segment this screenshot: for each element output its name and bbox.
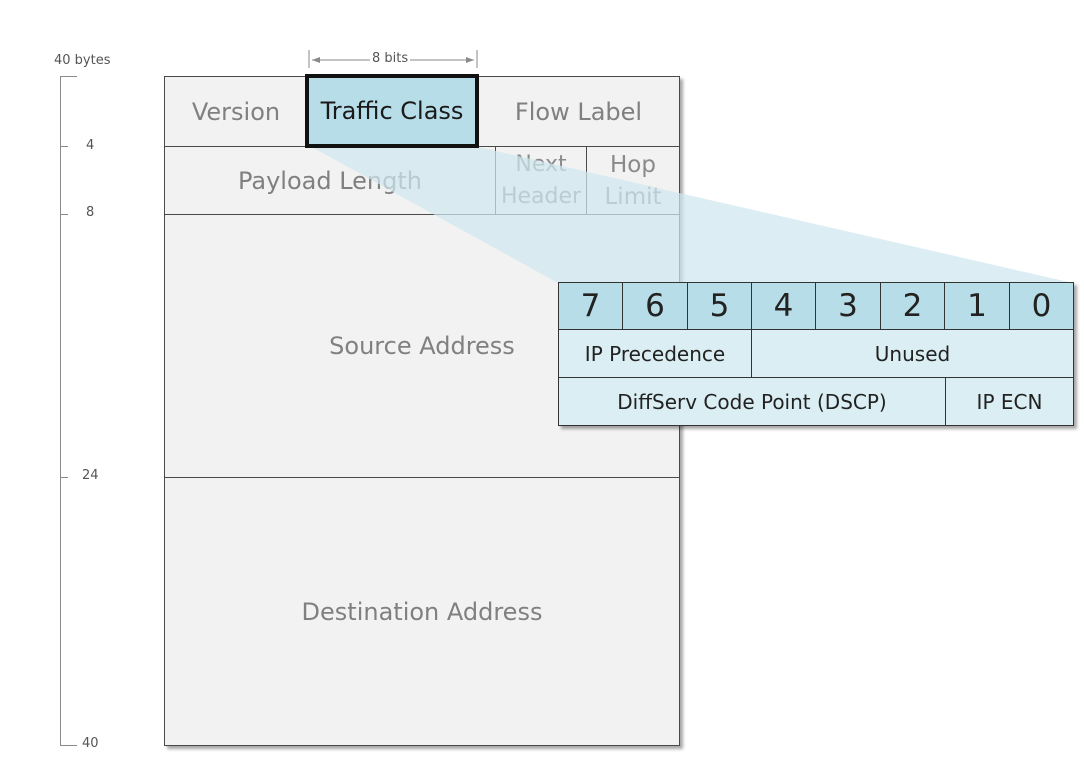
ip-precedence-field: IP Precedence [558, 329, 752, 378]
bit-cell: 0 [1009, 282, 1074, 330]
bit-cell: 2 [880, 282, 945, 330]
version-field: Version [164, 76, 308, 147]
dscp-label: DiffServ Code Point (DSCP) [617, 389, 887, 414]
ip-ecn-label: IP ECN [976, 389, 1043, 414]
ip-ecn-field: IP ECN [945, 377, 1074, 426]
hop-limit-label: Limit [604, 183, 662, 210]
ruler-tick-label: 40 [82, 736, 99, 751]
unused-field: Unused [751, 329, 1074, 378]
ip-precedence-label: IP Precedence [584, 341, 726, 366]
next-header-label: Header [500, 183, 582, 209]
ruler-total-label: 40 bytes [54, 53, 111, 68]
bit-cell: 5 [687, 282, 752, 330]
destination-address-label: Destination Address [301, 597, 543, 626]
bit-cell: 7 [558, 282, 623, 330]
flow-label-label: Flow Label [514, 97, 643, 126]
ruler-tick [60, 214, 68, 215]
ruler-top-cap [60, 76, 77, 77]
dscp-field: DiffServ Code Point (DSCP) [558, 377, 946, 426]
ruler-axis [60, 76, 61, 745]
ruler-tick-label: 24 [82, 468, 99, 483]
bit-cell: 6 [622, 282, 688, 330]
hop-limit-field: Hop Limit [586, 146, 680, 215]
bit-cell: 3 [815, 282, 881, 330]
bit-cell: 4 [751, 282, 816, 330]
ruler-tick-label: 4 [86, 138, 95, 153]
unused-label: Unused [874, 341, 951, 366]
next-header-label: Next [515, 151, 567, 177]
ruler-tick-label: 8 [86, 205, 95, 220]
next-header-field: Next Header [495, 146, 587, 215]
payload-length-field: Payload Length [164, 146, 496, 215]
bit-cell: 1 [944, 282, 1010, 330]
width-marker-label: 8 bits [372, 51, 409, 66]
payload-length-label: Payload Length [237, 166, 422, 195]
version-label: Version [191, 97, 281, 126]
width-marker [308, 50, 478, 68]
ruler-tick [60, 477, 68, 478]
traffic-class-field: Traffic Class [305, 74, 479, 148]
ruler-tick [60, 146, 68, 147]
hop-limit-label: Hop [610, 151, 656, 178]
traffic-class-label: Traffic Class [320, 97, 464, 125]
source-address-label: Source Address [329, 332, 515, 360]
flow-label-field: Flow Label [477, 76, 680, 147]
ruler-bottom-cap [60, 745, 77, 746]
destination-address-field: Destination Address [164, 477, 680, 746]
